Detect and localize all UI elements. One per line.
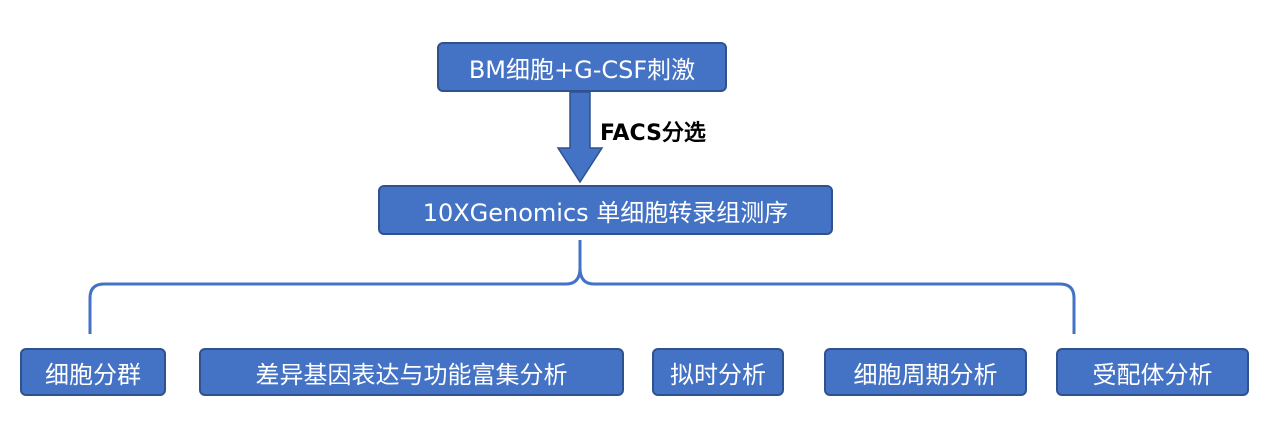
analysis-node-clustering: 细胞分群 [20,348,166,396]
analysis-label: 受配体分析 [1092,360,1213,389]
analysis-node-ligand-receptor: 受配体分析 [1056,348,1249,396]
bm-stimulation-label: BM细胞+G-CSF刺激 [468,55,696,84]
analysis-label: 拟时分析 [670,360,766,389]
analysis-node-cell-cycle: 细胞周期分析 [824,348,1027,396]
facs-sorting-label: FACS分选 [600,121,706,146]
brace-connector [88,240,1076,334]
analysis-node-differential-expression: 差异基因表达与功能富集分析 [199,348,624,396]
analysis-label: 细胞周期分析 [853,360,998,389]
analysis-label: 差异基因表达与功能富集分析 [255,360,568,389]
sequencing-node: 10XGenomics 单细胞转录组测序 [378,185,833,235]
bm-stimulation-node: BM细胞+G-CSF刺激 [437,42,727,92]
sequencing-label: 10XGenomics 单细胞转录组测序 [422,198,789,227]
analysis-label: 细胞分群 [45,360,141,389]
analysis-node-pseudotime: 拟时分析 [652,348,784,396]
down-arrow [556,91,604,184]
